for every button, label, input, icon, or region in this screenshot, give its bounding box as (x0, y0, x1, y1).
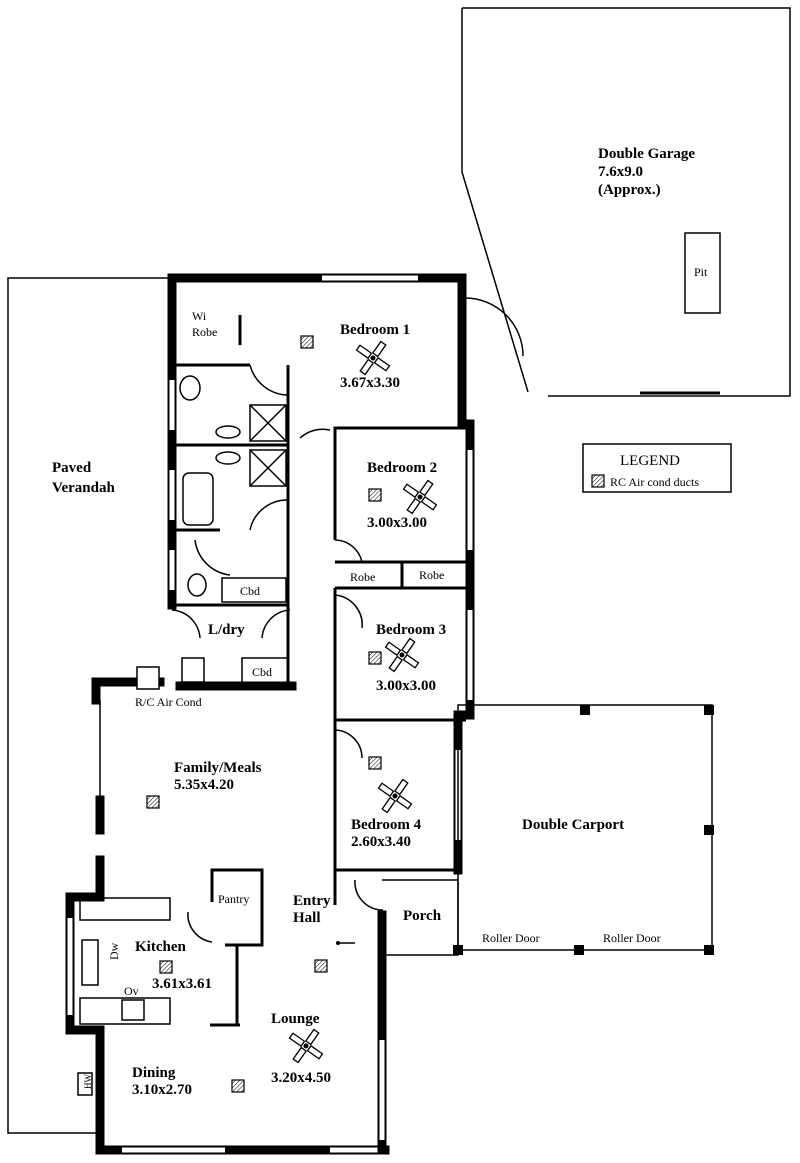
bedroom4-size: 2.60x3.40 (351, 834, 411, 850)
ceiling-fan-icon (384, 637, 420, 673)
legend-item: RC Air cond ducts (610, 475, 699, 489)
family-size: 5.35x4.20 (174, 777, 234, 793)
entry-label: Entry (293, 893, 331, 909)
family-label: Family/Meals (174, 760, 262, 776)
porch-carport (382, 704, 714, 956)
dishwasher-label: Dw (107, 942, 121, 960)
garage-size: 7.6x9.0 (598, 164, 643, 180)
laundry-label: L/dry (208, 622, 245, 638)
ac-duct-icon (146, 795, 160, 809)
bedroom3-label: Bedroom 3 (376, 622, 446, 638)
ceiling-fan-icon (402, 479, 438, 515)
lounge-label: Lounge (271, 1011, 320, 1027)
entry-label-2: Hall (293, 910, 321, 926)
ac-duct-icon (159, 960, 173, 974)
walls: HW (65, 273, 475, 1155)
ac-duct-icon (368, 488, 382, 502)
roller-door-label: Roller Door (603, 931, 661, 945)
robe-label: Robe (419, 568, 444, 582)
pantry-label: Pantry (218, 892, 249, 906)
bedroom2-label: Bedroom 2 (367, 460, 437, 476)
garage-note: (Approx.) (598, 182, 661, 198)
verandah-label: Paved (52, 460, 92, 476)
ac-duct-icon (231, 1079, 245, 1093)
roller-door-label: Roller Door (482, 931, 540, 945)
pit (684, 232, 721, 314)
bedroom1-size: 3.67x3.30 (340, 375, 400, 391)
verandah-label-2: Verandah (52, 480, 115, 496)
wirobe-label: Wi (192, 309, 207, 323)
ac-duct-icon (300, 335, 314, 349)
legend: LEGEND RC Air cond ducts (582, 443, 732, 493)
cupboard-label: Cbd (252, 665, 272, 679)
hot-water-label: HW (83, 1074, 93, 1089)
kitchen-label: Kitchen (135, 939, 186, 955)
dining-label: Dining (132, 1065, 176, 1081)
ceiling-fan-icon (377, 778, 413, 814)
dining-size: 3.10x2.70 (132, 1082, 192, 1098)
ac-duct-icon (314, 959, 328, 973)
oven-label: Ov (124, 984, 139, 998)
ceiling-fan-icon (288, 1028, 324, 1064)
ac-duct-icon (368, 756, 382, 770)
ac-duct-icon (591, 474, 605, 488)
bedroom1-label: Bedroom 1 (340, 322, 410, 338)
kitchen-size: 3.61x3.61 (152, 976, 212, 992)
ac-duct-icon (368, 651, 382, 665)
lounge-size: 3.20x4.50 (271, 1070, 331, 1086)
aircon-label: R/C Air Cond (135, 695, 202, 709)
robe-label: Robe (350, 570, 375, 584)
porch-label: Porch (403, 908, 442, 924)
bedroom2-size: 3.00x3.00 (367, 515, 427, 531)
ceiling-fan-icon (355, 340, 391, 376)
carport-label: Double Carport (522, 817, 624, 833)
paved-verandah: Paved Verandah (7, 277, 172, 1134)
pit-label: Pit (694, 265, 708, 279)
double-garage: Pit Double Garage 7.6x9.0 (Approx.) (461, 7, 791, 397)
legend-title: LEGEND (620, 453, 680, 469)
room-labels: Wi Robe Bedroom 1 3.67x3.30 Bedroom 2 3.… (107, 309, 661, 1098)
garage-label: Double Garage (598, 146, 695, 162)
bedroom4-label: Bedroom 4 (351, 817, 422, 833)
cupboard-label: Cbd (240, 584, 260, 598)
wirobe-label-2: Robe (192, 325, 217, 339)
bedroom3-size: 3.00x3.00 (376, 678, 436, 694)
